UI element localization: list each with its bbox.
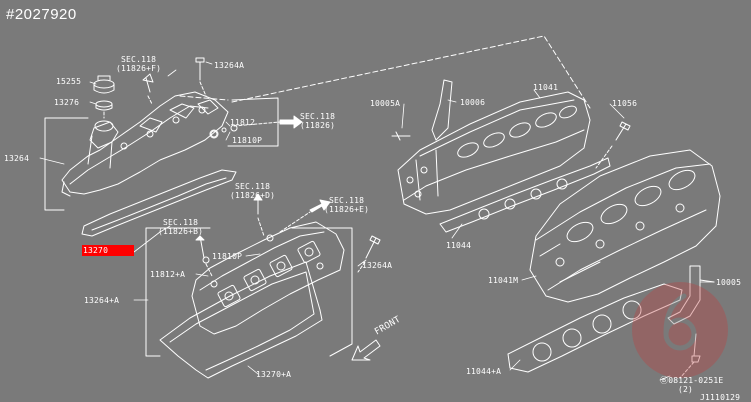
- lower-gasket: [159, 261, 323, 379]
- leader-lines: [39, 61, 715, 381]
- watermark-logo: [632, 282, 728, 378]
- sec-ref-11826d[interactable]: SEC.118 (11826+D): [230, 182, 275, 200]
- head-gasket-upper: [439, 157, 611, 233]
- lower-rocker-cover: [191, 221, 345, 335]
- part-11041m[interactable]: 11041M: [488, 276, 519, 285]
- sec-title: SEC.118: [163, 218, 199, 227]
- bolt-circle-b-icon: Ⓑ: [660, 376, 669, 385]
- part-10005a[interactable]: 10005A: [370, 99, 401, 108]
- sec-ref: (11826+E): [324, 205, 370, 214]
- part-15255[interactable]: 15255: [56, 77, 82, 86]
- sec-title: SEC.118: [121, 55, 157, 64]
- sec-ref: (11826+B): [158, 227, 204, 236]
- sec-ref-11826f[interactable]: SEC.118 (11826+F): [116, 55, 161, 73]
- part-13270[interactable]: 13270: [82, 245, 135, 256]
- part-11044-a[interactable]: 11044+A: [466, 367, 502, 376]
- part-11812-a[interactable]: 11812+A: [150, 270, 186, 279]
- cylinder-head-upper: [397, 91, 591, 215]
- oil-filler-cap: [93, 75, 115, 94]
- part-11041[interactable]: 11041: [533, 83, 559, 92]
- part-13276[interactable]: 13276: [54, 98, 80, 107]
- part-10005[interactable]: 10005: [716, 278, 742, 287]
- part-11044[interactable]: 11044: [446, 241, 472, 250]
- highlighted-part: 13270: [82, 245, 135, 256]
- part-13264-a[interactable]: 13264+A: [84, 296, 120, 305]
- diagram-id: #2027920: [6, 6, 77, 23]
- part-11056[interactable]: 11056: [612, 99, 638, 108]
- sec-ref-11826e[interactable]: SEC.118 (11826+E): [324, 196, 369, 214]
- part-11810p-upper[interactable]: 11810P: [232, 136, 263, 145]
- sec-title: SEC.118: [300, 112, 336, 121]
- diagram-code: J1110129: [700, 393, 741, 402]
- sec-ref: (11826+F): [116, 64, 162, 73]
- sec-title: SEC.118: [235, 182, 271, 191]
- front-arrow: [351, 339, 381, 361]
- sec-title: SEC.118: [329, 196, 365, 205]
- part-08121-qty: (2): [678, 385, 694, 394]
- upper-gasket: [81, 169, 237, 237]
- filler-seal: [95, 100, 113, 108]
- part-08121[interactable]: Ⓑ08121-0251E: [660, 376, 723, 385]
- head-gasket-lower: [507, 283, 683, 373]
- part-13264[interactable]: 13264: [4, 154, 30, 163]
- sec-ref-11826[interactable]: SEC.118 (11826): [300, 112, 335, 130]
- part-10006[interactable]: 10006: [460, 98, 486, 107]
- sec-ref: (11826+D): [230, 191, 276, 200]
- part-13270-a[interactable]: 13270+A: [256, 370, 292, 379]
- cylinder-head-lower: [529, 149, 721, 303]
- sec-ref: (11826): [300, 121, 336, 130]
- sec-ref-11826b[interactable]: SEC.118 (11826+B): [158, 218, 203, 236]
- upper-rocker-cover: [61, 91, 229, 197]
- part-number: 08121-0251E: [668, 376, 724, 385]
- part-11810p-lower[interactable]: 11810P: [212, 252, 243, 261]
- part-13264a-upper[interactable]: 13264A: [214, 61, 245, 70]
- part-11812[interactable]: 11812: [230, 118, 256, 127]
- part-13264a-lower[interactable]: 13264A: [362, 261, 393, 270]
